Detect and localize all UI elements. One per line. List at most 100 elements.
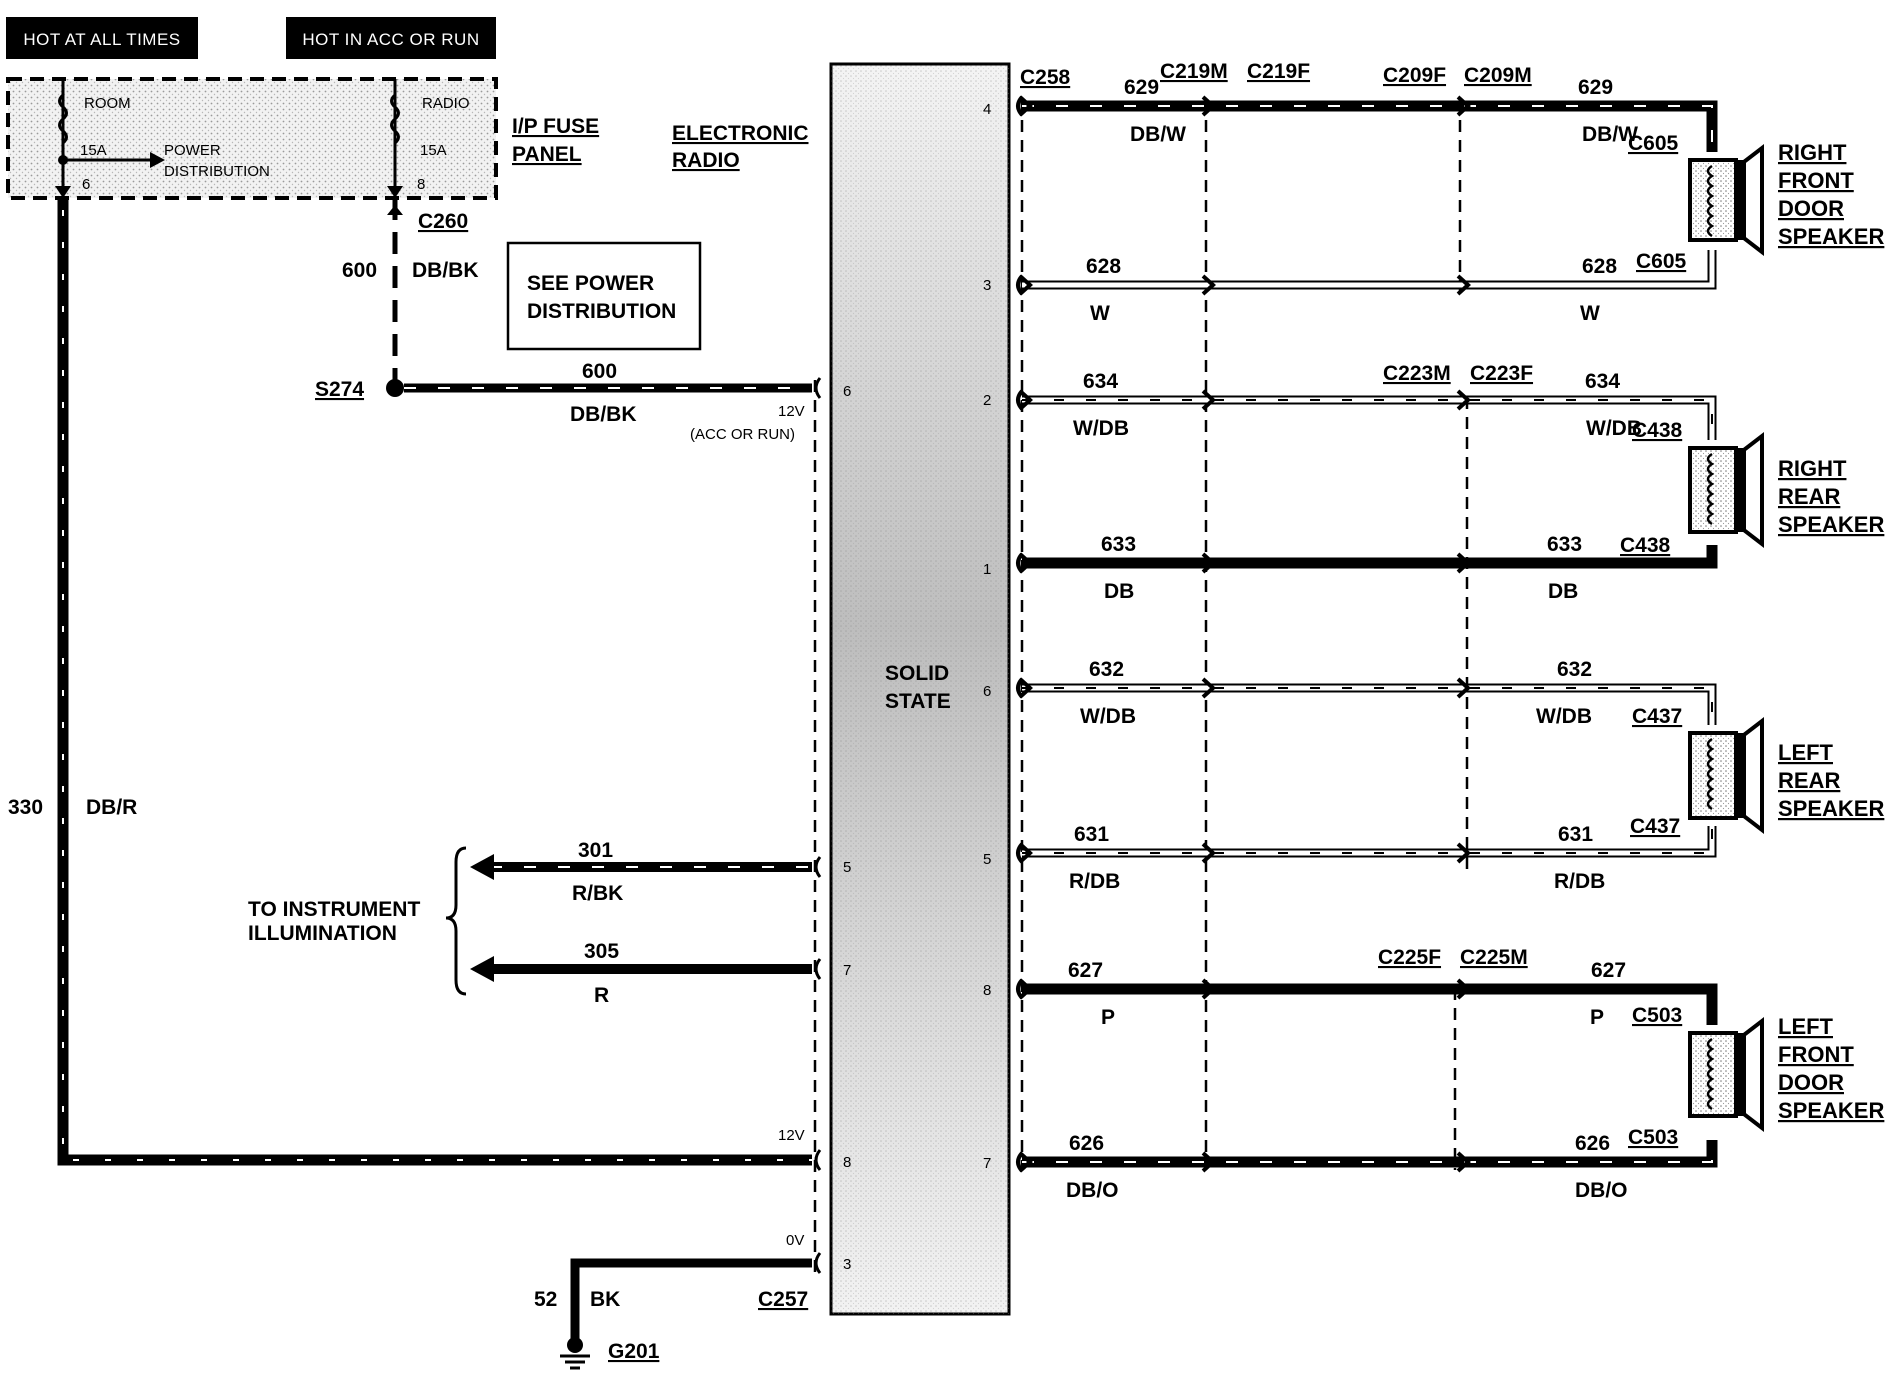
svg-text:DB/R: DB/R (86, 796, 137, 819)
electronic-radio-box: SOLID STATE (829, 62, 1011, 1316)
wire-305 (470, 956, 812, 982)
wire-52 (570, 1258, 812, 1340)
svg-text:W/DB: W/DB (1073, 417, 1129, 440)
speaker-2-icon: RIGHT REAR SPEAKER (1688, 431, 1884, 549)
fuse-radio-icon (390, 93, 400, 145)
svg-text:REAR: REAR (1778, 484, 1840, 509)
svg-text:SPEAKER: SPEAKER (1778, 796, 1884, 821)
fuse-panel-label-1: I/P FUSE (512, 115, 599, 138)
c605-label: C605 (1636, 250, 1687, 273)
svg-text:RIGHT: RIGHT (1778, 140, 1847, 165)
fuse-panel-label-2: PANEL (512, 143, 582, 166)
svg-text:629: 629 (1124, 76, 1159, 99)
c437-label: C437 (1630, 815, 1680, 838)
svg-text:RIGHT: RIGHT (1778, 456, 1847, 481)
fuse-room-icon (58, 93, 68, 145)
svg-text:15A: 15A (80, 142, 107, 159)
svg-text:2: 2 (983, 392, 991, 409)
header-hot-in-acc-or-run: HOT IN ACC OR RUN (286, 17, 496, 59)
svg-text:W: W (1580, 302, 1600, 325)
svg-text:POWER: POWER (164, 142, 221, 159)
fuse-room-label: ROOM (84, 95, 131, 112)
svg-text:8: 8 (417, 176, 425, 193)
svg-text:HOT IN ACC OR RUN: HOT IN ACC OR RUN (302, 30, 479, 49)
svg-text:15A: 15A (420, 142, 447, 159)
svg-text:8: 8 (983, 982, 991, 999)
svg-text:BK: BK (590, 1288, 620, 1311)
svg-text:600: 600 (342, 259, 377, 282)
svg-text:7: 7 (843, 962, 851, 979)
svg-text:SOLID: SOLID (885, 662, 949, 685)
s274-label: S274 (315, 378, 364, 401)
svg-text:R/BK: R/BK (572, 882, 623, 905)
svg-text:(ACC OR RUN): (ACC OR RUN) (690, 426, 795, 443)
c209f-label: C209F (1383, 64, 1446, 87)
svg-text:DB: DB (1104, 580, 1134, 603)
svg-text:6: 6 (82, 176, 90, 193)
svg-text:TO INSTRUMENT: TO INSTRUMENT (248, 898, 420, 921)
svg-text:DB/O: DB/O (1066, 1179, 1119, 1202)
svg-text:R: R (594, 984, 609, 1007)
svg-text:W/DB: W/DB (1080, 705, 1136, 728)
fuse-radio-label: RADIO (422, 95, 470, 112)
c219m-label: C219M (1160, 60, 1228, 83)
svg-text:DOOR: DOOR (1778, 1070, 1844, 1095)
svg-text:DISTRIBUTION: DISTRIBUTION (164, 163, 270, 180)
power-distribution-arrow-icon (150, 152, 165, 168)
svg-text:REAR: REAR (1778, 768, 1840, 793)
svg-text:631: 631 (1558, 823, 1593, 846)
svg-text:LEFT: LEFT (1778, 1014, 1834, 1039)
c258-label: C258 (1020, 66, 1071, 89)
svg-text:600: 600 (582, 360, 617, 383)
c438-label: C438 (1632, 419, 1683, 442)
c260-label: C260 (418, 210, 468, 233)
c605-label: C605 (1628, 132, 1679, 155)
svg-text:330: 330 (8, 796, 43, 819)
svg-text:DB/BK: DB/BK (570, 403, 637, 426)
arrow-left-icon (470, 956, 494, 982)
c503-label: C503 (1628, 1126, 1678, 1149)
svg-text:12V: 12V (778, 403, 805, 420)
wire-301 (470, 854, 812, 880)
svg-text:SPEAKER: SPEAKER (1778, 512, 1884, 537)
svg-text:628: 628 (1086, 255, 1121, 278)
svg-text:FRONT: FRONT (1778, 1042, 1854, 1067)
c225f-label: C225F (1378, 946, 1441, 969)
speakers: RIGHT FRONT DOOR SPEAKER RIGHT REAR SPEAKER LEF… (1688, 140, 1884, 1133)
s274-splice-icon (386, 379, 404, 397)
svg-text:DOOR: DOOR (1778, 196, 1844, 221)
svg-text:4: 4 (983, 101, 991, 118)
svg-text:DB/O: DB/O (1575, 1179, 1628, 1202)
svg-text:SPEAKER: SPEAKER (1778, 224, 1884, 249)
svg-text:W/DB: W/DB (1536, 705, 1592, 728)
c219f-label: C219F (1247, 60, 1310, 83)
svg-text:W/DB: W/DB (1586, 417, 1642, 440)
fuse-panel: ROOM RADIO 15A 15A POWER DISTRIBUTION 6 … (6, 77, 498, 200)
svg-text:ILLUMINATION: ILLUMINATION (248, 922, 397, 945)
svg-text:STATE: STATE (885, 690, 951, 713)
svg-text:W: W (1090, 302, 1110, 325)
svg-text:626: 626 (1575, 1132, 1610, 1155)
c260-connector-icon (387, 205, 403, 215)
c503-label: C503 (1632, 1004, 1682, 1027)
svg-text:634: 634 (1585, 370, 1620, 393)
wire-330 (57, 198, 812, 1166)
svg-text:634: 634 (1083, 370, 1118, 393)
radio-label-2: RADIO (672, 149, 740, 172)
svg-text:626: 626 (1069, 1132, 1104, 1155)
svg-text:DB/W: DB/W (1582, 123, 1638, 146)
c225m-label: C225M (1460, 946, 1528, 969)
svg-text:629: 629 (1578, 76, 1613, 99)
svg-text:7: 7 (983, 1155, 991, 1172)
see-power-distribution-box: SEE POWER DISTRIBUTION (506, 241, 702, 351)
radio-right-pins: 4 3 2 1 6 5 8 7 (983, 101, 991, 1172)
svg-text:SEE POWER: SEE POWER (527, 272, 654, 295)
svg-text:0V: 0V (786, 1232, 804, 1249)
svg-text:FRONT: FRONT (1778, 168, 1854, 193)
c223f-label: C223F (1470, 362, 1533, 385)
svg-text:52: 52 (534, 1288, 557, 1311)
